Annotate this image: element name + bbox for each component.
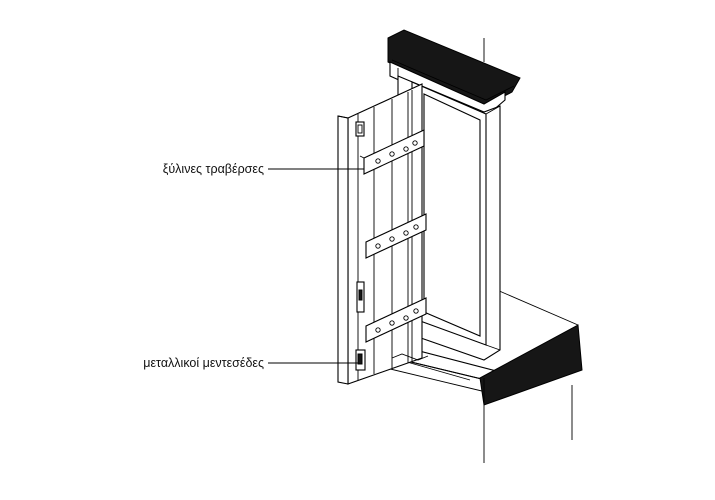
crossbars-label: ξύλινες τραβέρσες — [163, 162, 264, 176]
crossbar-middle — [365, 213, 427, 259]
window-frame — [397, 75, 501, 361]
hinge-top — [355, 121, 365, 137]
hinge-bottom — [355, 349, 429, 371]
latch-middle — [356, 281, 365, 313]
top-lintel — [387, 29, 521, 119]
crossbar-bottom — [365, 297, 427, 343]
hinges-label: μεταλλικοί μεντεσέδες — [143, 356, 264, 370]
